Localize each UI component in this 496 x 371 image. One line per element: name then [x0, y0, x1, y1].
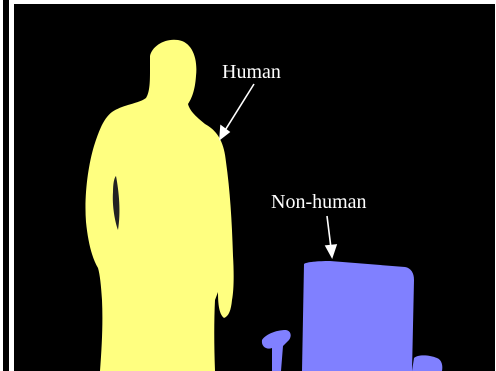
nonhuman-arrow-line — [327, 216, 331, 248]
chair-right-armrest — [412, 355, 442, 371]
human-arrow-head — [220, 126, 229, 139]
chair-back — [302, 261, 414, 371]
human-label: Human — [222, 62, 281, 82]
nonhuman-arrow-head — [326, 245, 336, 257]
human-silhouette — [85, 40, 233, 371]
human-arrow-line — [224, 84, 254, 132]
chair-left-armrest — [262, 330, 291, 371]
nonhuman-label: Non-human — [271, 192, 367, 212]
